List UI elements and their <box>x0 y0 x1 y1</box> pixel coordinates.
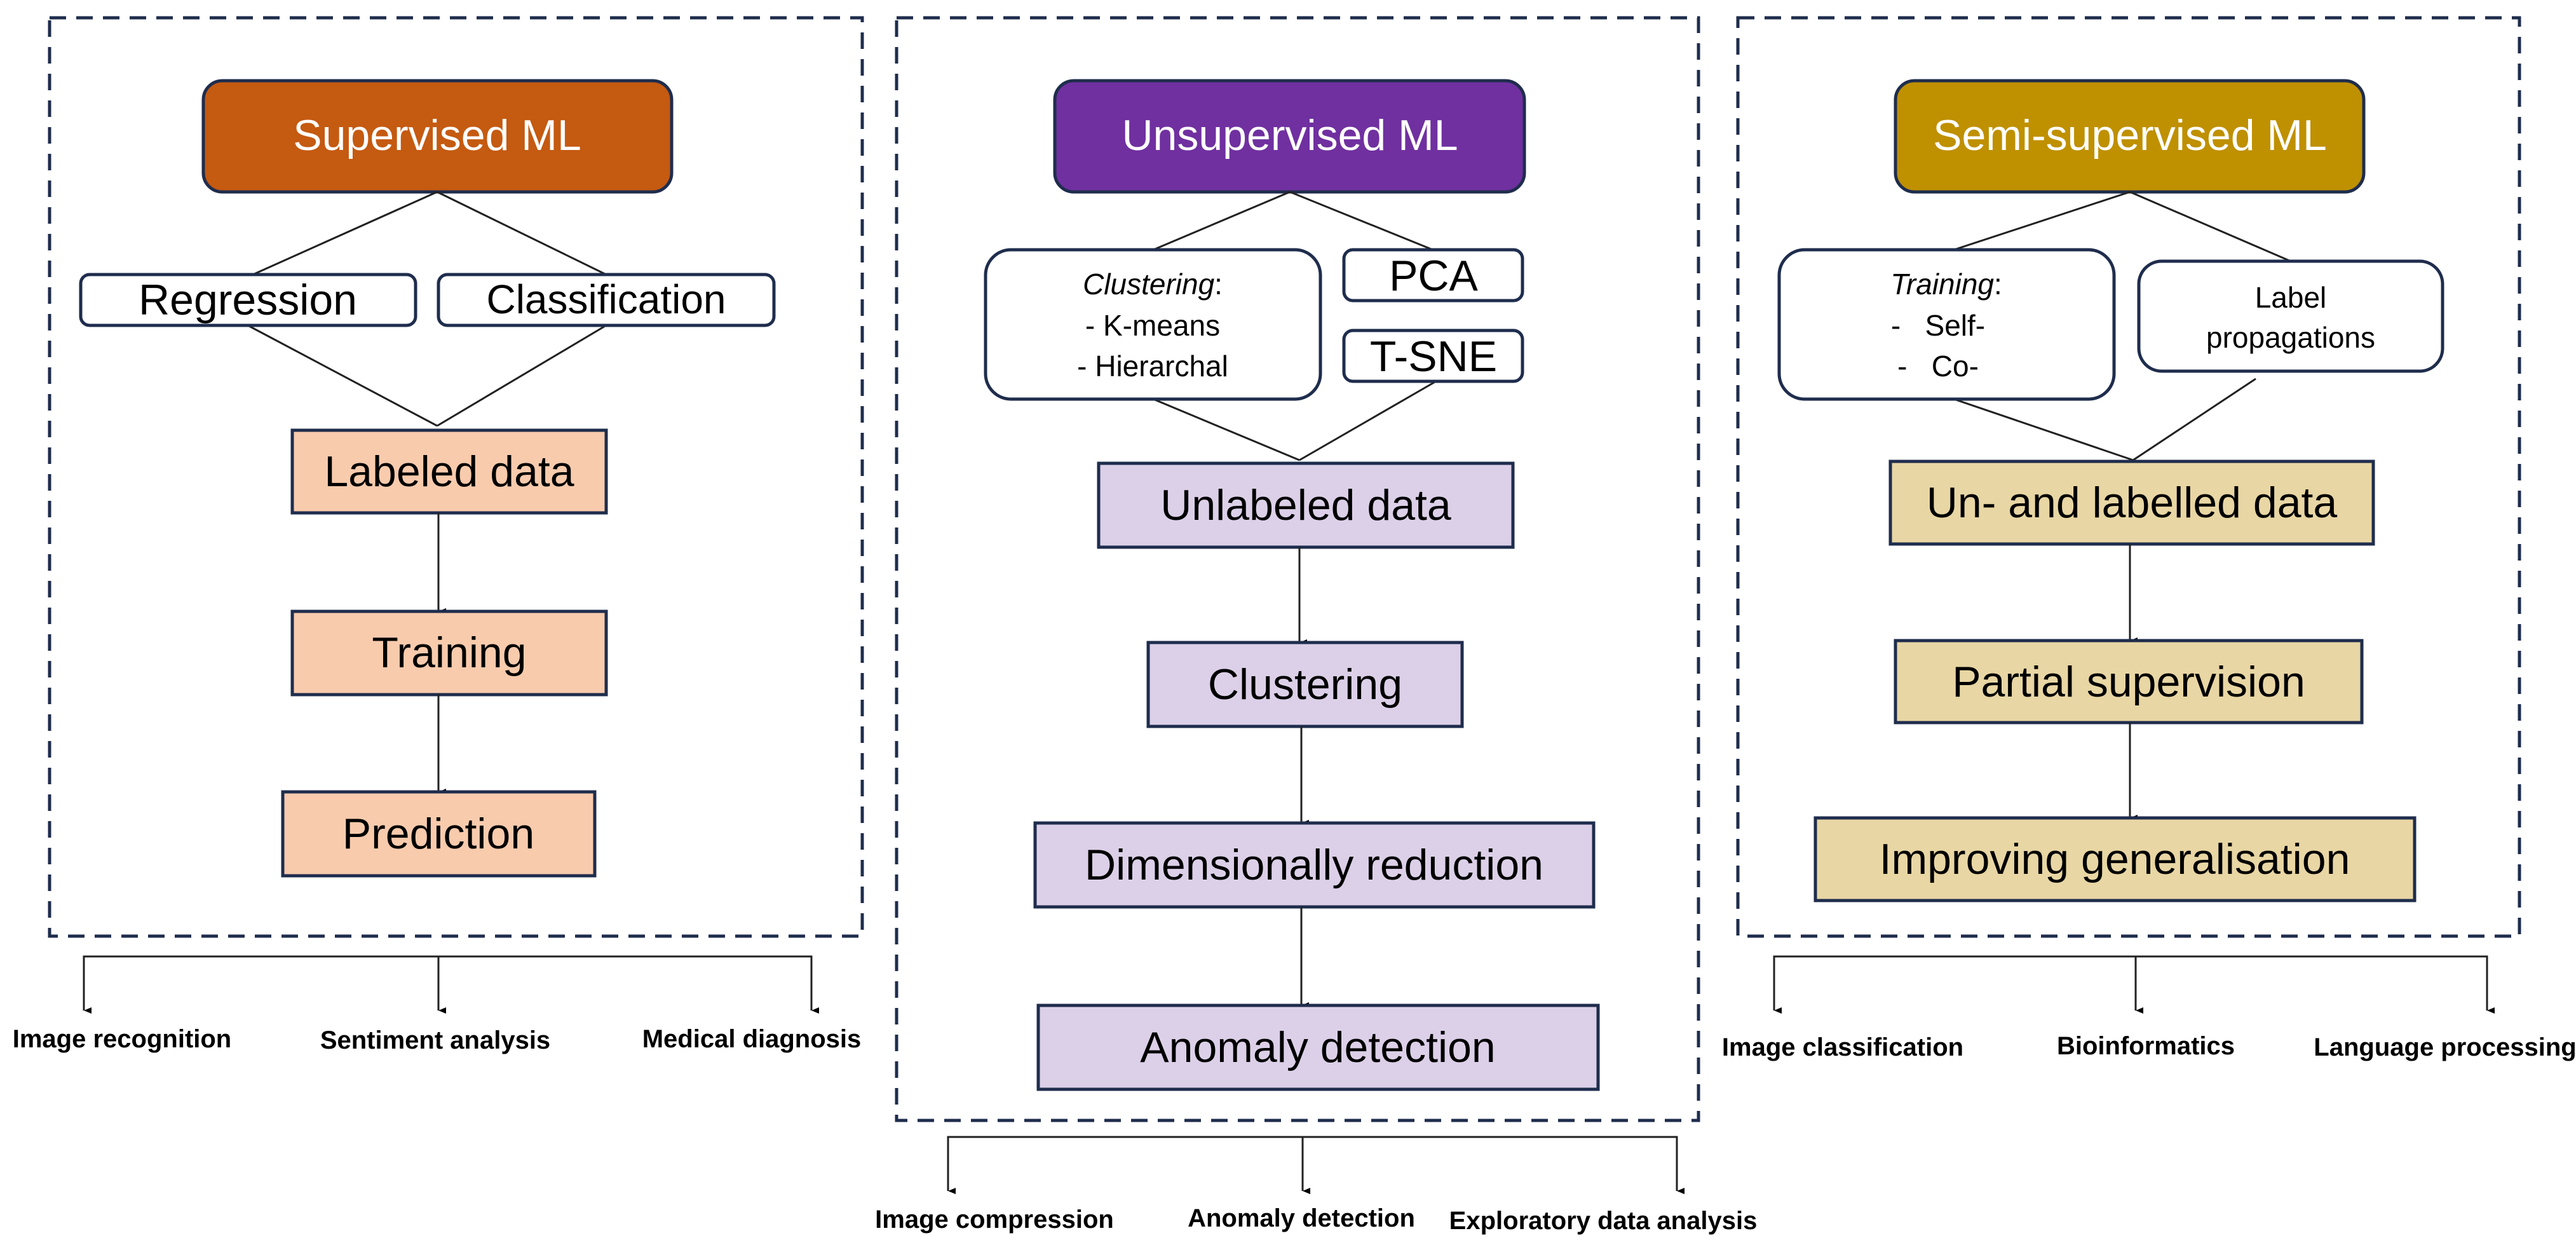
connector-line <box>1289 191 1434 251</box>
training-heading-text: Training <box>1890 268 1994 301</box>
step-training: Training <box>372 629 526 677</box>
connector-line <box>2129 191 2291 262</box>
connector-line <box>1299 380 1437 461</box>
application-label: Image recognition <box>13 1025 232 1053</box>
unsupervised-title: Unsupervised ML <box>1122 111 1458 160</box>
tsne-label: T-SNE <box>1370 332 1497 381</box>
applications-connector <box>83 955 819 1014</box>
step-improving-generalisation: Improving generalisation <box>1880 835 2350 883</box>
training-methods-heading: Training: <box>1890 268 2002 301</box>
applications-connector <box>947 1136 1685 1194</box>
classification-label: Classification <box>486 276 726 322</box>
application-label: Sentiment analysis <box>320 1026 550 1054</box>
step-box <box>1036 1003 1600 1091</box>
semi-supervised-panel-border <box>1736 16 2521 938</box>
step-box <box>1888 459 2375 546</box>
method-item: - Self- <box>1891 309 1985 342</box>
step-box <box>1097 461 1515 549</box>
semi-supervised-title: Semi-supervised ML <box>1933 111 2327 160</box>
connector-line <box>1953 398 2134 461</box>
clustering-methods-heading: Clustering: <box>1083 268 1223 301</box>
unsupervised-panel: Unsupervised ML Clustering: - K-means - … <box>875 16 1758 1235</box>
step-un-and-labelled-data: Un- and labelled data <box>1927 479 2338 527</box>
regression-box <box>79 273 417 327</box>
supervised-title: Supervised ML <box>293 111 581 160</box>
connector-line <box>247 324 438 427</box>
training-methods-box <box>1777 248 2116 401</box>
application-label: Medical diagnosis <box>642 1025 862 1053</box>
application-label: Exploratory data analysis <box>1449 1207 1758 1235</box>
application-label: Bioinformatics <box>2057 1032 2235 1060</box>
supervised-panel: Supervised ML Regression Classification … <box>13 16 864 1054</box>
step-anomaly-detection: Anomaly detection <box>1140 1023 1495 1072</box>
heading-colon: : <box>1994 268 2002 301</box>
label-propagation-line1: Label <box>2255 281 2327 314</box>
step-dimensionality-reduction: Dimensionally reduction <box>1085 841 1543 889</box>
clustering-heading-text: Clustering <box>1083 268 1215 301</box>
step-prediction: Prediction <box>342 810 534 858</box>
connector-line <box>252 191 438 276</box>
step-box <box>1813 816 2417 902</box>
regression-label: Regression <box>139 276 357 324</box>
connector-line <box>2132 378 2256 461</box>
pca-box <box>1342 248 1524 303</box>
heading-colon: : <box>1214 268 1223 301</box>
step-box <box>1146 641 1464 728</box>
connector-line <box>437 191 607 276</box>
step-box <box>1033 821 1596 909</box>
applications-connector <box>1773 955 2495 1014</box>
application-label: Language processing <box>2314 1033 2576 1061</box>
step-clustering: Clustering <box>1208 660 1402 709</box>
unsupervised-panel-border <box>895 16 1700 1122</box>
connector-line <box>1153 398 1300 461</box>
application-label: Anomaly detection <box>1188 1204 1415 1232</box>
supervised-panel-border <box>48 16 864 938</box>
step-labeled-data: Labeled data <box>324 447 574 496</box>
tsne-box <box>1342 329 1524 383</box>
step-box <box>1894 639 2364 725</box>
step-unlabeled-data: Unlabeled data <box>1160 481 1451 529</box>
step-box <box>290 609 608 697</box>
application-label: Image classification <box>1722 1033 1963 1061</box>
step-box <box>281 790 597 878</box>
connector-line <box>1953 191 2131 251</box>
clustering-methods-box <box>984 248 1322 401</box>
semi-supervised-panel: Semi-supervised ML Training: - Self- - C… <box>1722 16 2576 1061</box>
method-item: - Hierarchal <box>1077 350 1228 383</box>
classification-box <box>437 273 776 327</box>
pca-label: PCA <box>1389 252 1478 300</box>
step-box <box>290 428 608 515</box>
label-propagation-box <box>2137 259 2444 373</box>
connector-line <box>437 324 607 427</box>
label-propagation-line2: propagations <box>2206 321 2375 354</box>
application-label: Image compression <box>875 1206 1114 1234</box>
method-item: - K-means <box>1085 309 1220 342</box>
step-partial-supervision: Partial supervision <box>1952 658 2305 706</box>
connector-line <box>1153 191 1291 251</box>
method-item: - Co- <box>1897 350 1979 383</box>
